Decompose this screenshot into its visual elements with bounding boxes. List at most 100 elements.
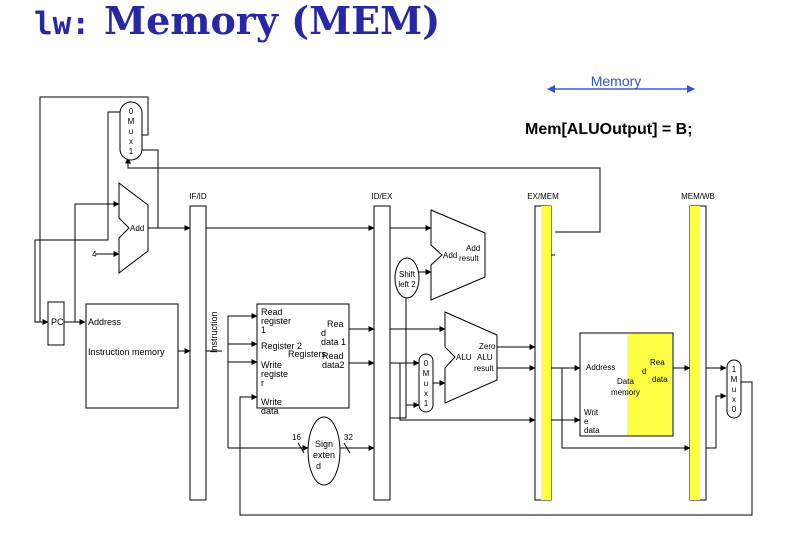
svg-text:x: x bbox=[732, 395, 736, 404]
svg-text:Add: Add bbox=[443, 251, 457, 260]
svg-text:1: 1 bbox=[261, 325, 266, 335]
wire-writeback bbox=[239, 381, 753, 516]
svg-text:32: 32 bbox=[344, 433, 353, 442]
svg-text:x: x bbox=[424, 389, 428, 398]
imem-name: Instruction memory bbox=[88, 347, 165, 357]
svg-text:Writ: Writ bbox=[584, 408, 599, 417]
svg-text:Sign: Sign bbox=[315, 439, 333, 449]
sign-extend: Sign exten d 16 32 bbox=[292, 416, 353, 486]
mux-writeback: 1 M u x 0 bbox=[726, 359, 742, 419]
svg-text:PC: PC bbox=[51, 317, 64, 327]
svg-text:data: data bbox=[584, 426, 600, 435]
wires bbox=[34, 96, 753, 516]
wire-memwb-alu-to-mux bbox=[706, 393, 727, 449]
read-data-highlight bbox=[627, 334, 672, 435]
svg-text:16: 16 bbox=[292, 433, 301, 442]
wire-mux-to-pc bbox=[34, 111, 120, 325]
svg-text:0: 0 bbox=[424, 359, 429, 368]
slide-title: lw: Memory (MEM) bbox=[34, 0, 440, 48]
imem-address: Address bbox=[88, 317, 122, 327]
svg-text:Read: Read bbox=[322, 351, 344, 361]
svg-text:u: u bbox=[424, 379, 428, 388]
stage-marker: Memory bbox=[547, 73, 695, 93]
wire-alu-to-memwb bbox=[561, 368, 691, 451]
svg-text:data2: data2 bbox=[322, 360, 345, 370]
mux-alu: 0 M u x 1 bbox=[418, 353, 434, 413]
svg-text:1: 1 bbox=[732, 365, 737, 374]
memwb-highlight bbox=[690, 206, 700, 500]
memory-equation: Mem[ALUOutput] = B; bbox=[525, 121, 693, 138]
svg-text:r: r bbox=[261, 378, 264, 388]
svg-text:Registers: Registers bbox=[288, 349, 327, 359]
const-four: 4 bbox=[92, 250, 97, 259]
svg-text:Write: Write bbox=[261, 360, 282, 370]
wire-pc-feedback bbox=[39, 96, 149, 322]
svg-text:u: u bbox=[732, 385, 736, 394]
svg-text:u: u bbox=[129, 127, 133, 136]
svg-text:1: 1 bbox=[424, 399, 429, 408]
register-file: Read register 1 Register 2 Write registe… bbox=[256, 303, 350, 416]
exmem-register: EX/MEM bbox=[527, 192, 559, 501]
svg-text:exten: exten bbox=[313, 450, 335, 460]
svg-text:Rea: Rea bbox=[650, 358, 665, 367]
svg-text:data: data bbox=[652, 375, 668, 384]
svg-text:Data: Data bbox=[617, 377, 634, 386]
idex-register: ID/EX bbox=[372, 192, 394, 501]
svg-text:registe: registe bbox=[261, 369, 288, 379]
memwb-register: MEM/WB bbox=[681, 192, 715, 501]
svg-text:M: M bbox=[731, 375, 738, 384]
data-memory: Address Data memory Writ e data Rea d da… bbox=[579, 332, 674, 437]
wire-pc-to-add bbox=[74, 201, 120, 322]
svg-text:1: 1 bbox=[129, 147, 134, 156]
title-stage: Memory (MEM) bbox=[104, 0, 441, 43]
svg-text:ALU: ALU bbox=[456, 353, 472, 362]
alu: ALU Zero ALU result bbox=[444, 311, 498, 404]
svg-text:d: d bbox=[642, 367, 646, 376]
svg-text:memory: memory bbox=[611, 388, 640, 397]
svg-text:ALU: ALU bbox=[477, 353, 493, 362]
wire-add-to-mux bbox=[142, 149, 159, 228]
svg-text:data 1: data 1 bbox=[321, 337, 346, 347]
svg-text:Write: Write bbox=[261, 397, 282, 407]
svg-text:MEM/WB: MEM/WB bbox=[681, 192, 715, 201]
pc-register: PC bbox=[47, 301, 65, 346]
svg-text:Register 2: Register 2 bbox=[261, 341, 302, 351]
title-instruction: lw: bbox=[34, 6, 90, 42]
svg-text:Address: Address bbox=[586, 363, 615, 372]
svg-text:M: M bbox=[128, 117, 135, 126]
stage-marker-label: Memory bbox=[591, 73, 642, 89]
ifid-register: IF/ID Instruction bbox=[189, 192, 219, 501]
instruction-memory: Address Instruction memory bbox=[85, 303, 179, 409]
svg-text:Add: Add bbox=[130, 224, 144, 233]
instruction-label: Instruction bbox=[209, 311, 219, 353]
svg-text:result: result bbox=[459, 254, 479, 263]
exmem-highlight bbox=[541, 206, 551, 500]
wire-imm-up bbox=[390, 298, 407, 419]
mux-top: 0 M u x 1 bbox=[119, 101, 143, 161]
shift-left-2: Shift left 2 bbox=[394, 257, 420, 299]
svg-text:EX/MEM: EX/MEM bbox=[527, 192, 559, 201]
svg-text:data: data bbox=[261, 406, 279, 416]
svg-text:Shift: Shift bbox=[399, 270, 416, 279]
svg-text:e: e bbox=[584, 417, 589, 426]
wire-branch-target bbox=[125, 157, 601, 233]
pc-adder: Add bbox=[118, 181, 149, 275]
svg-text:Zero: Zero bbox=[479, 342, 496, 351]
svg-text:d: d bbox=[316, 461, 321, 471]
svg-text:IF/ID: IF/ID bbox=[189, 192, 207, 201]
wire-rd2-to-exmem bbox=[390, 362, 536, 423]
svg-text:Add: Add bbox=[466, 244, 480, 253]
svg-text:M: M bbox=[423, 369, 430, 378]
branch-adder: Add Add result bbox=[430, 209, 486, 301]
svg-text:Read: Read bbox=[261, 307, 283, 317]
svg-text:0: 0 bbox=[732, 405, 737, 414]
svg-text:result: result bbox=[474, 364, 494, 373]
svg-text:register: register bbox=[261, 316, 291, 326]
svg-text:0: 0 bbox=[129, 107, 134, 116]
svg-text:Rea: Rea bbox=[327, 319, 344, 329]
svg-text:d: d bbox=[321, 328, 326, 338]
svg-text:x: x bbox=[129, 137, 133, 146]
svg-text:ID/EX: ID/EX bbox=[372, 192, 394, 201]
svg-text:left 2: left 2 bbox=[398, 280, 416, 289]
